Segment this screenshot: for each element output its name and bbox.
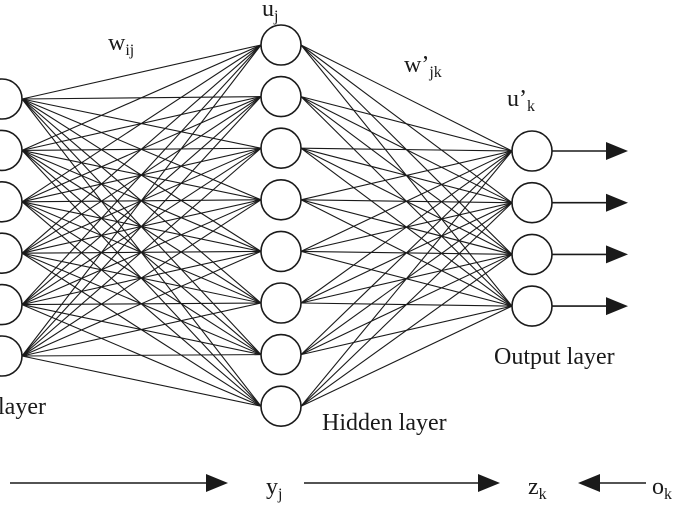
input-node — [0, 181, 23, 223]
input-layer-label: layer — [0, 394, 46, 420]
hidden-node-label: uj — [262, 0, 278, 25]
connection-hidden-output — [300, 150, 513, 407]
connection-input-hidden — [21, 302, 262, 357]
hidden-layer-nodes — [260, 24, 302, 428]
output-layer-label: Output layer — [494, 344, 615, 370]
connection-input-hidden — [21, 44, 262, 357]
flow-arrowhead-target — [578, 474, 600, 492]
output-arrowhead — [606, 245, 628, 264]
connection-hidden-output — [300, 96, 513, 152]
output-node — [511, 285, 553, 327]
connection-input-hidden — [21, 355, 262, 407]
connection-input-hidden — [21, 44, 262, 254]
connection-hidden-output — [300, 44, 513, 152]
o-target-label: ok — [652, 474, 672, 503]
hidden-node — [260, 179, 302, 221]
connection-hidden-output — [300, 147, 513, 152]
output-node — [511, 233, 553, 276]
hidden-layer-label: Hidden layer — [322, 410, 447, 436]
connection-input-hidden — [21, 250, 262, 357]
flow-arrowhead-2 — [478, 474, 500, 492]
connection-hidden-output — [300, 253, 513, 407]
output-arrows — [552, 142, 628, 316]
connection-input-hidden — [21, 44, 262, 151]
connection-input-hidden — [21, 147, 262, 357]
hidden-node — [260, 127, 302, 169]
input-hidden-connections — [21, 44, 262, 407]
input-node — [0, 283, 23, 326]
output-layer-nodes — [511, 130, 553, 327]
connection-hidden-output — [300, 150, 513, 252]
weight-jk-label: w’jk — [404, 52, 442, 81]
output-node-label: u’k — [507, 86, 535, 115]
connection-input-hidden — [21, 354, 262, 357]
hidden-node — [260, 333, 302, 376]
input-node — [0, 335, 23, 377]
hidden-node — [260, 282, 302, 324]
connection-hidden-output — [300, 150, 513, 355]
connection-input-hidden — [21, 44, 262, 305]
connection-input-hidden — [21, 199, 262, 357]
output-arrowhead — [606, 297, 628, 316]
output-arrowhead — [606, 193, 628, 212]
connection-hidden-output — [300, 150, 513, 304]
connection-hidden-output — [300, 305, 513, 407]
connection-hidden-output — [300, 202, 513, 407]
input-node — [0, 129, 23, 172]
connection-input-hidden — [21, 44, 262, 203]
y-output-label: yj — [266, 474, 282, 503]
z-output-label: zk — [528, 474, 547, 503]
input-node — [0, 78, 23, 120]
output-arrowhead — [606, 142, 628, 160]
output-node — [511, 181, 553, 224]
connection-hidden-output — [300, 150, 513, 201]
connection-input-hidden — [21, 44, 262, 100]
connection-input-hidden — [21, 96, 262, 357]
hidden-node — [260, 75, 302, 118]
hidden-node — [260, 385, 302, 428]
hidden-output-connections — [300, 44, 513, 407]
hidden-node — [260, 24, 302, 66]
input-layer-nodes — [0, 78, 23, 377]
hidden-node — [260, 230, 302, 273]
flow-arrowhead-1 — [206, 474, 228, 492]
output-node — [511, 130, 553, 172]
input-node — [0, 232, 23, 274]
weight-ij-label: wij — [108, 30, 134, 59]
